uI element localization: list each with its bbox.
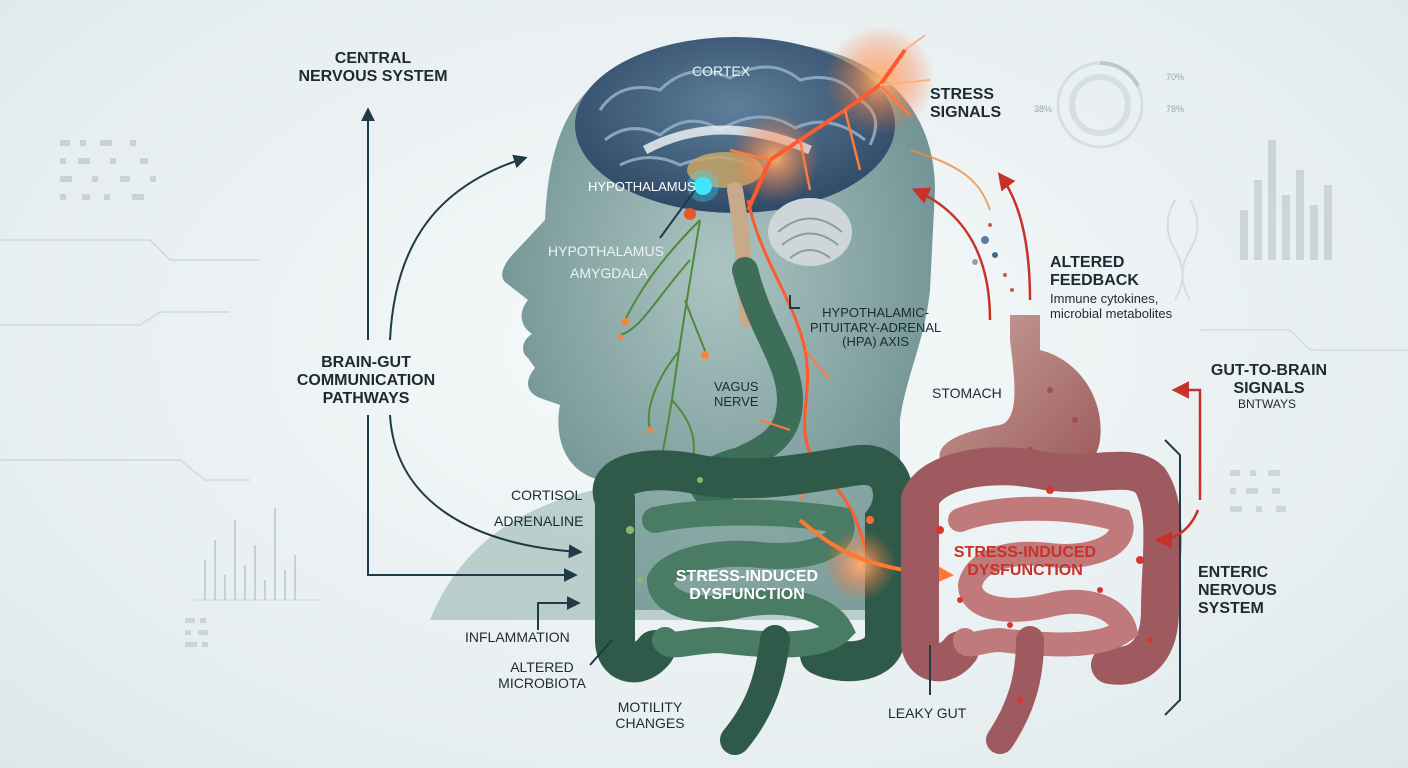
hpa-pointer (789, 295, 800, 309)
label-feedback-detail: Immune cytokines,microbial metabolites (1050, 291, 1173, 321)
label-leaky-gut: LEAKY GUT (888, 705, 967, 721)
label-bntways: BNTWAYS (1238, 397, 1297, 411)
gauge-readout-70: 70% (1166, 72, 1185, 82)
cerebellum (768, 198, 852, 266)
label-cortisol: CORTISOL (511, 487, 583, 503)
inflamed-gut (901, 447, 1182, 754)
enteric-bracket (1164, 439, 1181, 716)
bars-left (204, 508, 296, 600)
amygdala-dot (684, 208, 696, 220)
trace-line-left-3 (0, 459, 250, 481)
arrow-to-gut-1 (389, 414, 583, 559)
gauge-ring-inner (1069, 74, 1131, 136)
dot-matrix-right (1230, 470, 1286, 512)
hypothalamus-pointer (659, 189, 696, 239)
hpa-signal (746, 199, 872, 571)
stress-burst (729, 25, 935, 211)
gauge-arc (1099, 60, 1140, 87)
gauge-readout-38: 38% (1034, 104, 1053, 114)
gut-to-brain-arrow (1171, 381, 1202, 500)
microbiota-pointer (589, 639, 613, 666)
arrow-to-gut-2 (367, 415, 578, 582)
feedback-particles (972, 223, 1014, 292)
dna-helix (1181, 199, 1199, 301)
label-cortex: CORTEX (692, 63, 751, 79)
gut-to-brain-arrow-2 (1154, 509, 1200, 549)
label-stomach: STOMACH (932, 385, 1002, 401)
trace-line-right (1200, 329, 1408, 351)
dot-matrix-bottom-left (185, 618, 208, 647)
label-hypothalamus-brain: HYPOTHALAMUS (588, 179, 696, 194)
bars-right (1240, 140, 1332, 260)
label-hypothalamus: HYPOTHALAMUS (548, 243, 664, 259)
feedback-arrow-2 (997, 172, 1032, 301)
dna-helix-2 (1166, 199, 1184, 301)
hypothalamus-dot (694, 177, 712, 195)
gauge-readout-78: 78% (1166, 104, 1185, 114)
stomach (939, 315, 1101, 482)
arrow-inflammation (537, 596, 581, 630)
pathway-arrows (361, 107, 1181, 716)
label-hpa-axis: HYPOTHALAMIC-PITUITARY-ADRENAL(HPA) AXIS (810, 305, 942, 350)
background-decoration (0, 60, 1408, 647)
label-amygdala: AMYGDALA (570, 265, 648, 281)
feedback-arrow-to-brain (911, 187, 992, 321)
healthy-gut (592, 444, 913, 755)
dot-matrix-left (60, 140, 156, 200)
feedback-arrows (911, 172, 1202, 549)
trace-line-left-2 (0, 311, 230, 326)
nerve-nodes (617, 318, 709, 433)
arrow-to-brain (389, 154, 528, 341)
label-adrenaline: ADRENALINE (494, 513, 584, 529)
label-inflammation: INFLAMMATION (465, 629, 570, 645)
trace-line-left (0, 239, 260, 261)
